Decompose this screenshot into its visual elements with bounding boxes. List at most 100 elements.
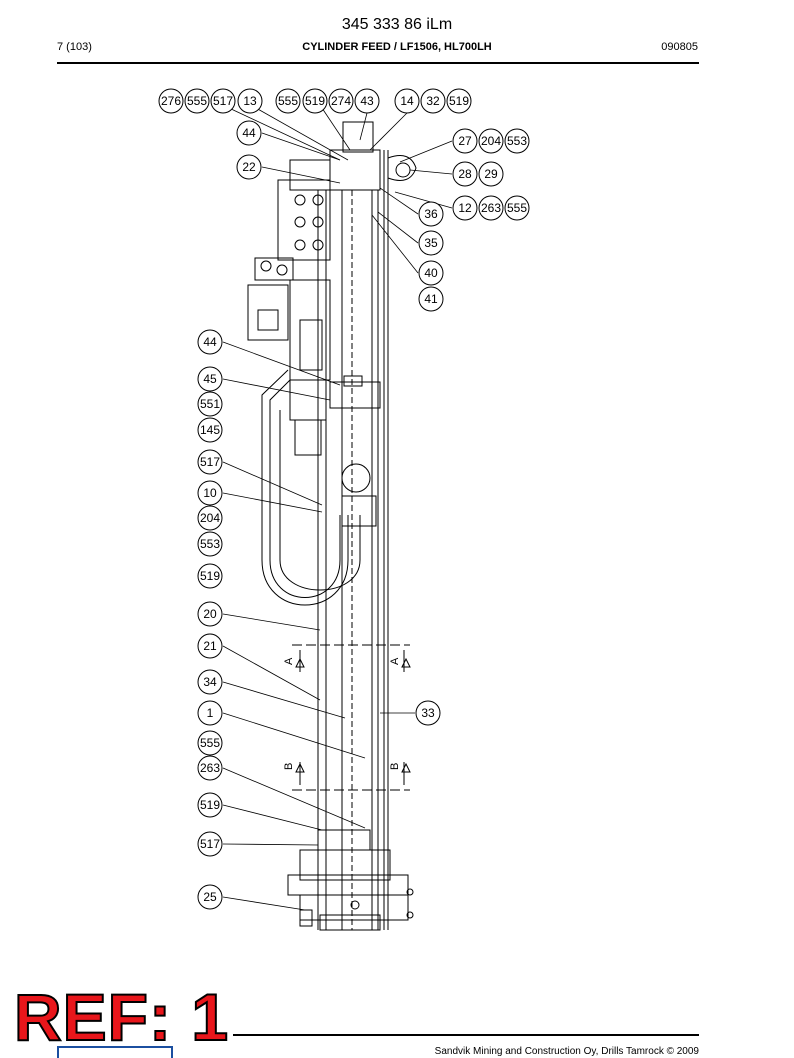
svg-text:204: 204: [200, 511, 220, 525]
svg-text:40: 40: [424, 266, 438, 280]
section-mark-b: B: [389, 763, 401, 770]
callout-204: 204: [478, 128, 504, 154]
callout-44: 44: [197, 329, 223, 355]
leader-line: [321, 107, 351, 151]
leader-line: [222, 896, 306, 911]
leader-line: [222, 712, 366, 759]
document-title: CYLINDER FEED / LF1506, HL700LH: [302, 41, 492, 53]
section-arrow: [295, 657, 305, 668]
leader-line: [222, 645, 321, 701]
leader-line: [222, 378, 331, 401]
callout-517: 517: [197, 449, 223, 475]
svg-text:1: 1: [207, 706, 214, 720]
section-mark-a: A: [389, 657, 401, 665]
callout-517: 517: [210, 88, 236, 114]
leader-line: [222, 681, 346, 719]
svg-text:21: 21: [203, 639, 217, 653]
leader-line: [394, 191, 453, 209]
callout-519: 519: [302, 88, 328, 114]
svg-text:519: 519: [200, 798, 220, 812]
svg-text:555: 555: [187, 94, 207, 108]
svg-text:519: 519: [305, 94, 325, 108]
section-arrow: [401, 657, 411, 668]
callout-21: 21: [197, 633, 223, 659]
svg-text:10: 10: [203, 486, 217, 500]
callout-145: 145: [197, 417, 223, 443]
feed-cylinder-assembly: [247, 121, 417, 931]
svg-text:45: 45: [203, 372, 217, 386]
callout-27: 27: [452, 128, 478, 154]
svg-text:25: 25: [203, 890, 217, 904]
leader-line: [222, 613, 321, 631]
svg-text:44: 44: [203, 335, 217, 349]
callout-553: 553: [504, 128, 530, 154]
svg-text:519: 519: [200, 569, 220, 583]
callout-25: 25: [197, 884, 223, 910]
callout-519: 519: [197, 792, 223, 818]
svg-text:517: 517: [213, 94, 233, 108]
callout-40: 40: [418, 260, 444, 286]
callout-29: 29: [478, 161, 504, 187]
svg-text:517: 517: [200, 837, 220, 851]
leader-line: [222, 461, 323, 506]
callout-517: 517: [197, 831, 223, 857]
callout-22: 22: [236, 154, 262, 180]
callout-34: 34: [197, 669, 223, 695]
leader-line: [222, 843, 319, 846]
svg-text:20: 20: [203, 607, 217, 621]
leader-line: [359, 112, 368, 141]
svg-text:551: 551: [200, 397, 220, 411]
sandvik-logo: [57, 1046, 173, 1058]
svg-text:263: 263: [200, 761, 220, 775]
callout-41: 41: [418, 286, 444, 312]
callout-45: 45: [197, 366, 223, 392]
callout-36: 36: [418, 201, 444, 227]
svg-text:555: 555: [507, 201, 527, 215]
callout-43: 43: [354, 88, 380, 114]
leader-line: [377, 211, 419, 244]
callout-14: 14: [394, 88, 420, 114]
callout-10: 10: [197, 480, 223, 506]
leader-line: [222, 492, 323, 513]
section-arrow: [401, 762, 411, 773]
svg-text:32: 32: [426, 94, 440, 108]
callout-555: 555: [504, 195, 530, 221]
callout-555: 555: [197, 730, 223, 756]
footer-copyright: Sandvik Mining and Construction Oy, Dril…: [434, 1046, 699, 1057]
callout-44: 44: [236, 120, 262, 146]
callout-519: 519: [197, 563, 223, 589]
callout-519: 519: [446, 88, 472, 114]
leader-line: [379, 187, 419, 215]
callout-551: 551: [197, 391, 223, 417]
callout-32: 32: [420, 88, 446, 114]
callout-276: 276: [158, 88, 184, 114]
svg-text:145: 145: [200, 423, 220, 437]
leader-line: [228, 107, 341, 161]
svg-text:517: 517: [200, 455, 220, 469]
callout-1: 1: [197, 700, 223, 726]
leader-line: [222, 341, 341, 386]
svg-text:274: 274: [331, 94, 351, 108]
leader-line: [369, 112, 408, 151]
leader-line: [255, 107, 349, 161]
svg-text:22: 22: [242, 160, 256, 174]
svg-text:553: 553: [507, 134, 527, 148]
section-mark-a: A: [283, 657, 295, 665]
svg-text:519: 519: [449, 94, 469, 108]
svg-text:44: 44: [242, 126, 256, 140]
svg-text:555: 555: [200, 736, 220, 750]
svg-text:41: 41: [424, 292, 438, 306]
callout-20: 20: [197, 601, 223, 627]
svg-text:35: 35: [424, 236, 438, 250]
callout-274: 274: [328, 88, 354, 114]
leader-line: [261, 132, 341, 161]
svg-text:12: 12: [458, 201, 472, 215]
svg-text:14: 14: [400, 94, 414, 108]
svg-text:33: 33: [421, 706, 435, 720]
svg-text:29: 29: [484, 167, 498, 181]
svg-text:276: 276: [161, 94, 181, 108]
leader-line: [261, 166, 341, 184]
